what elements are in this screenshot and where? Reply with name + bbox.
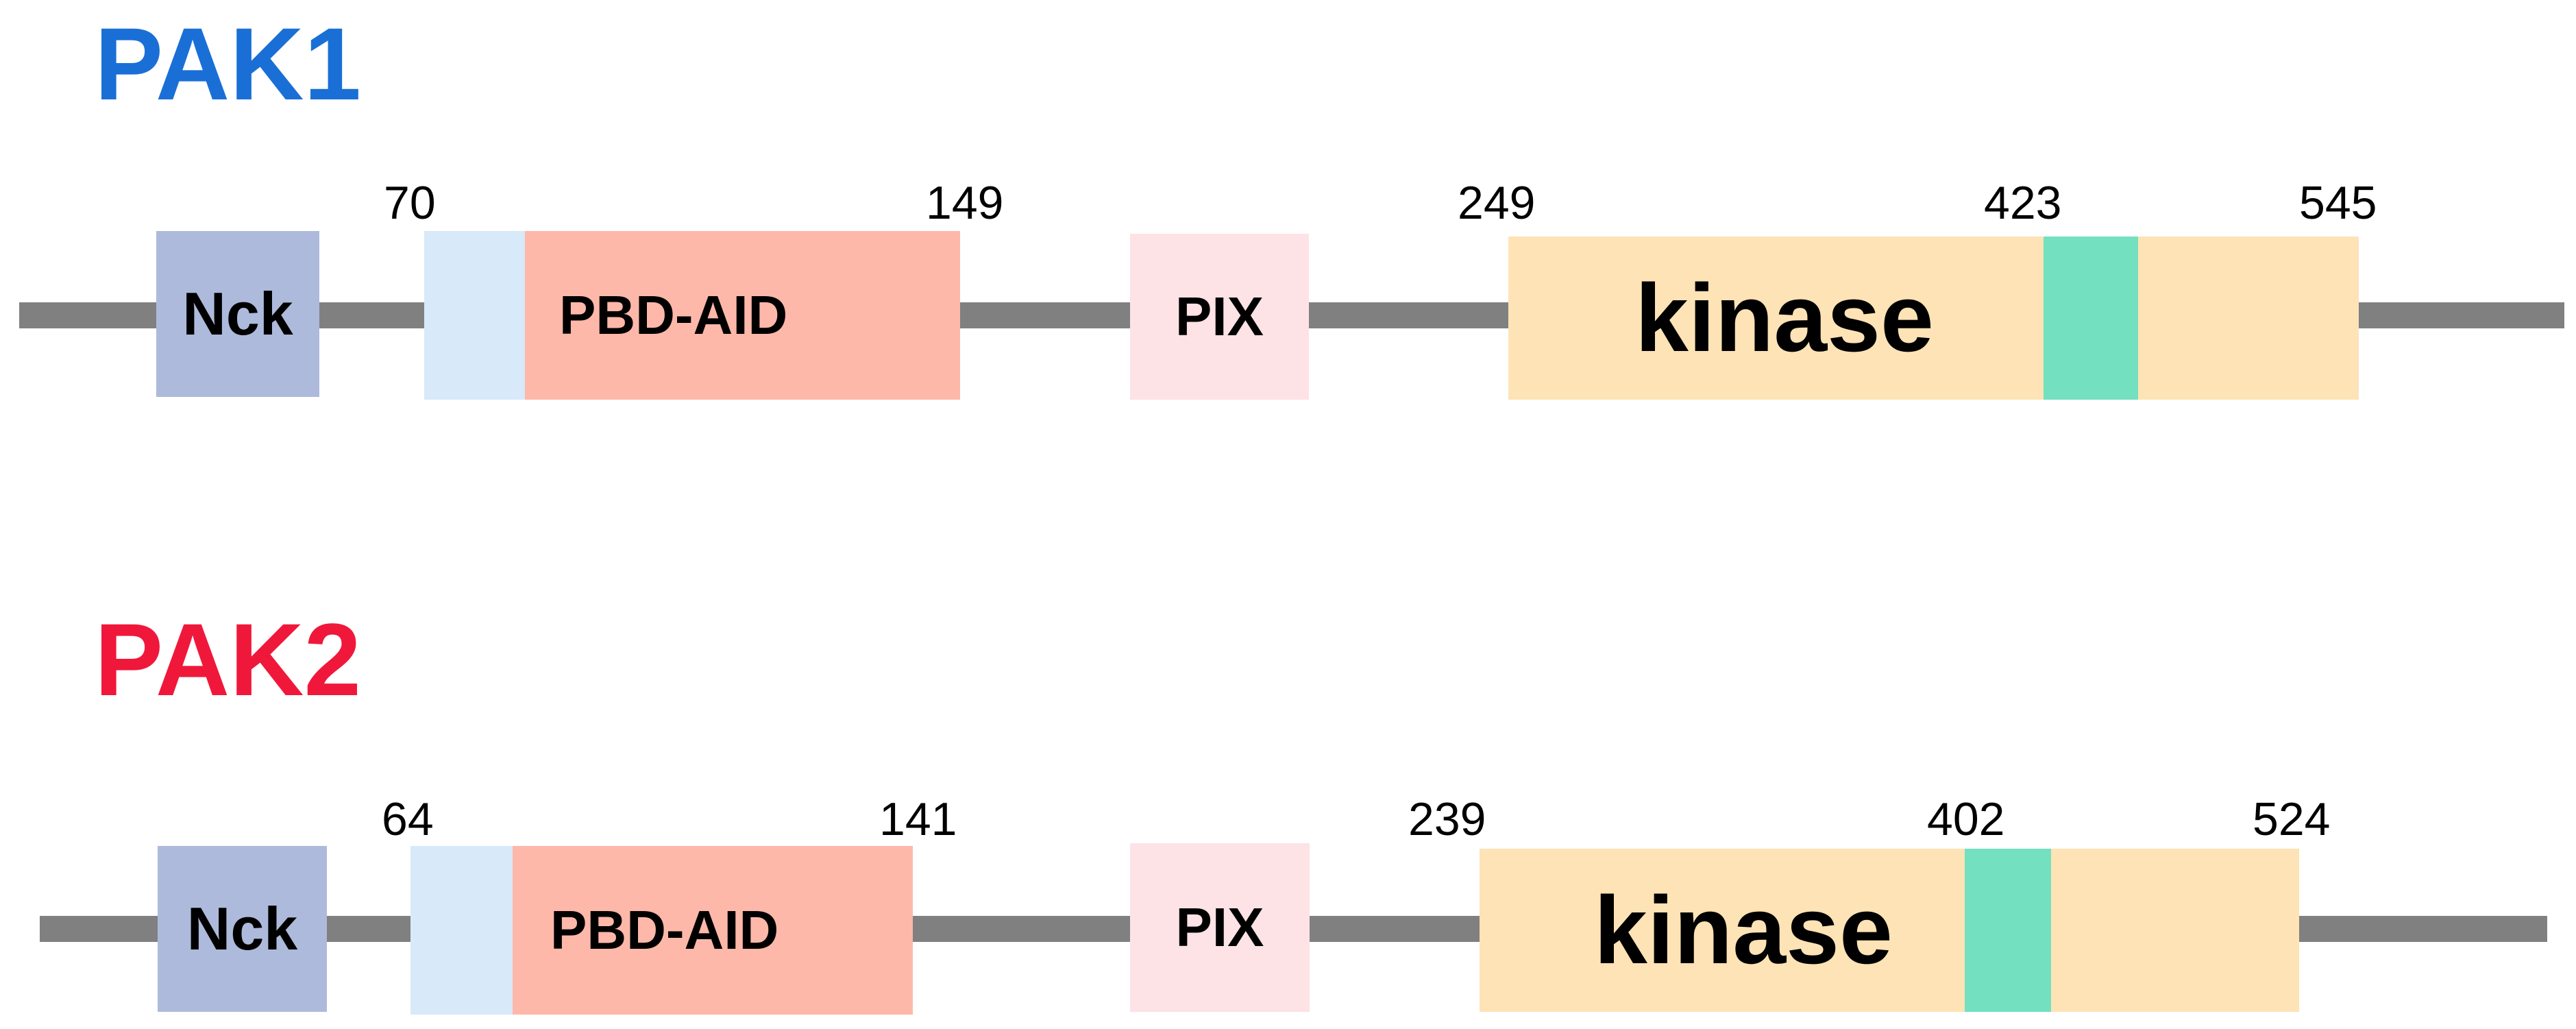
pak1-title: PAK1 bbox=[95, 6, 361, 121]
pak1-diagram: PAK1 Nck PBD-AID PIX kinase 70 149 249 4… bbox=[0, 0, 2576, 514]
pak2-position-label: 402 bbox=[1927, 793, 2005, 845]
pak2-pre-pbd-region bbox=[410, 846, 513, 1015]
pak1-position-label: 70 bbox=[384, 177, 436, 229]
pak1-position-label: 545 bbox=[2299, 177, 2377, 229]
pak1-nck-domain: Nck bbox=[156, 231, 319, 397]
pak1-position-label: 423 bbox=[1984, 177, 2062, 229]
pak2-position-label: 141 bbox=[879, 793, 957, 845]
pak2-kinase-domain: kinase bbox=[1480, 849, 2299, 1012]
pak1-kinase-domain: kinase bbox=[1508, 237, 2359, 400]
pak1-pbd-aid-domain: PBD-AID bbox=[525, 231, 960, 400]
pak1-position-label: 249 bbox=[1458, 177, 1536, 229]
pak1-kinase-segment bbox=[2044, 237, 2138, 400]
pak2-position-label: 239 bbox=[1408, 793, 1486, 845]
pak2-pbd-aid-domain: PBD-AID bbox=[513, 846, 913, 1015]
pak2-position-label: 524 bbox=[2253, 793, 2331, 845]
pak1-pix-domain: PIX bbox=[1130, 234, 1309, 400]
pak2-nck-domain: Nck bbox=[158, 846, 327, 1012]
pak2-pix-domain: PIX bbox=[1130, 843, 1310, 1012]
pak2-position-label: 64 bbox=[382, 793, 434, 845]
pak1-position-label: 149 bbox=[926, 177, 1004, 229]
pak2-diagram: PAK2 Nck PBD-AID PIX kinase 64 141 239 4… bbox=[0, 514, 2576, 1029]
pak2-title: PAK2 bbox=[95, 602, 361, 717]
pak1-pre-pbd-region bbox=[424, 231, 525, 400]
pak2-kinase-segment bbox=[1965, 849, 2051, 1012]
